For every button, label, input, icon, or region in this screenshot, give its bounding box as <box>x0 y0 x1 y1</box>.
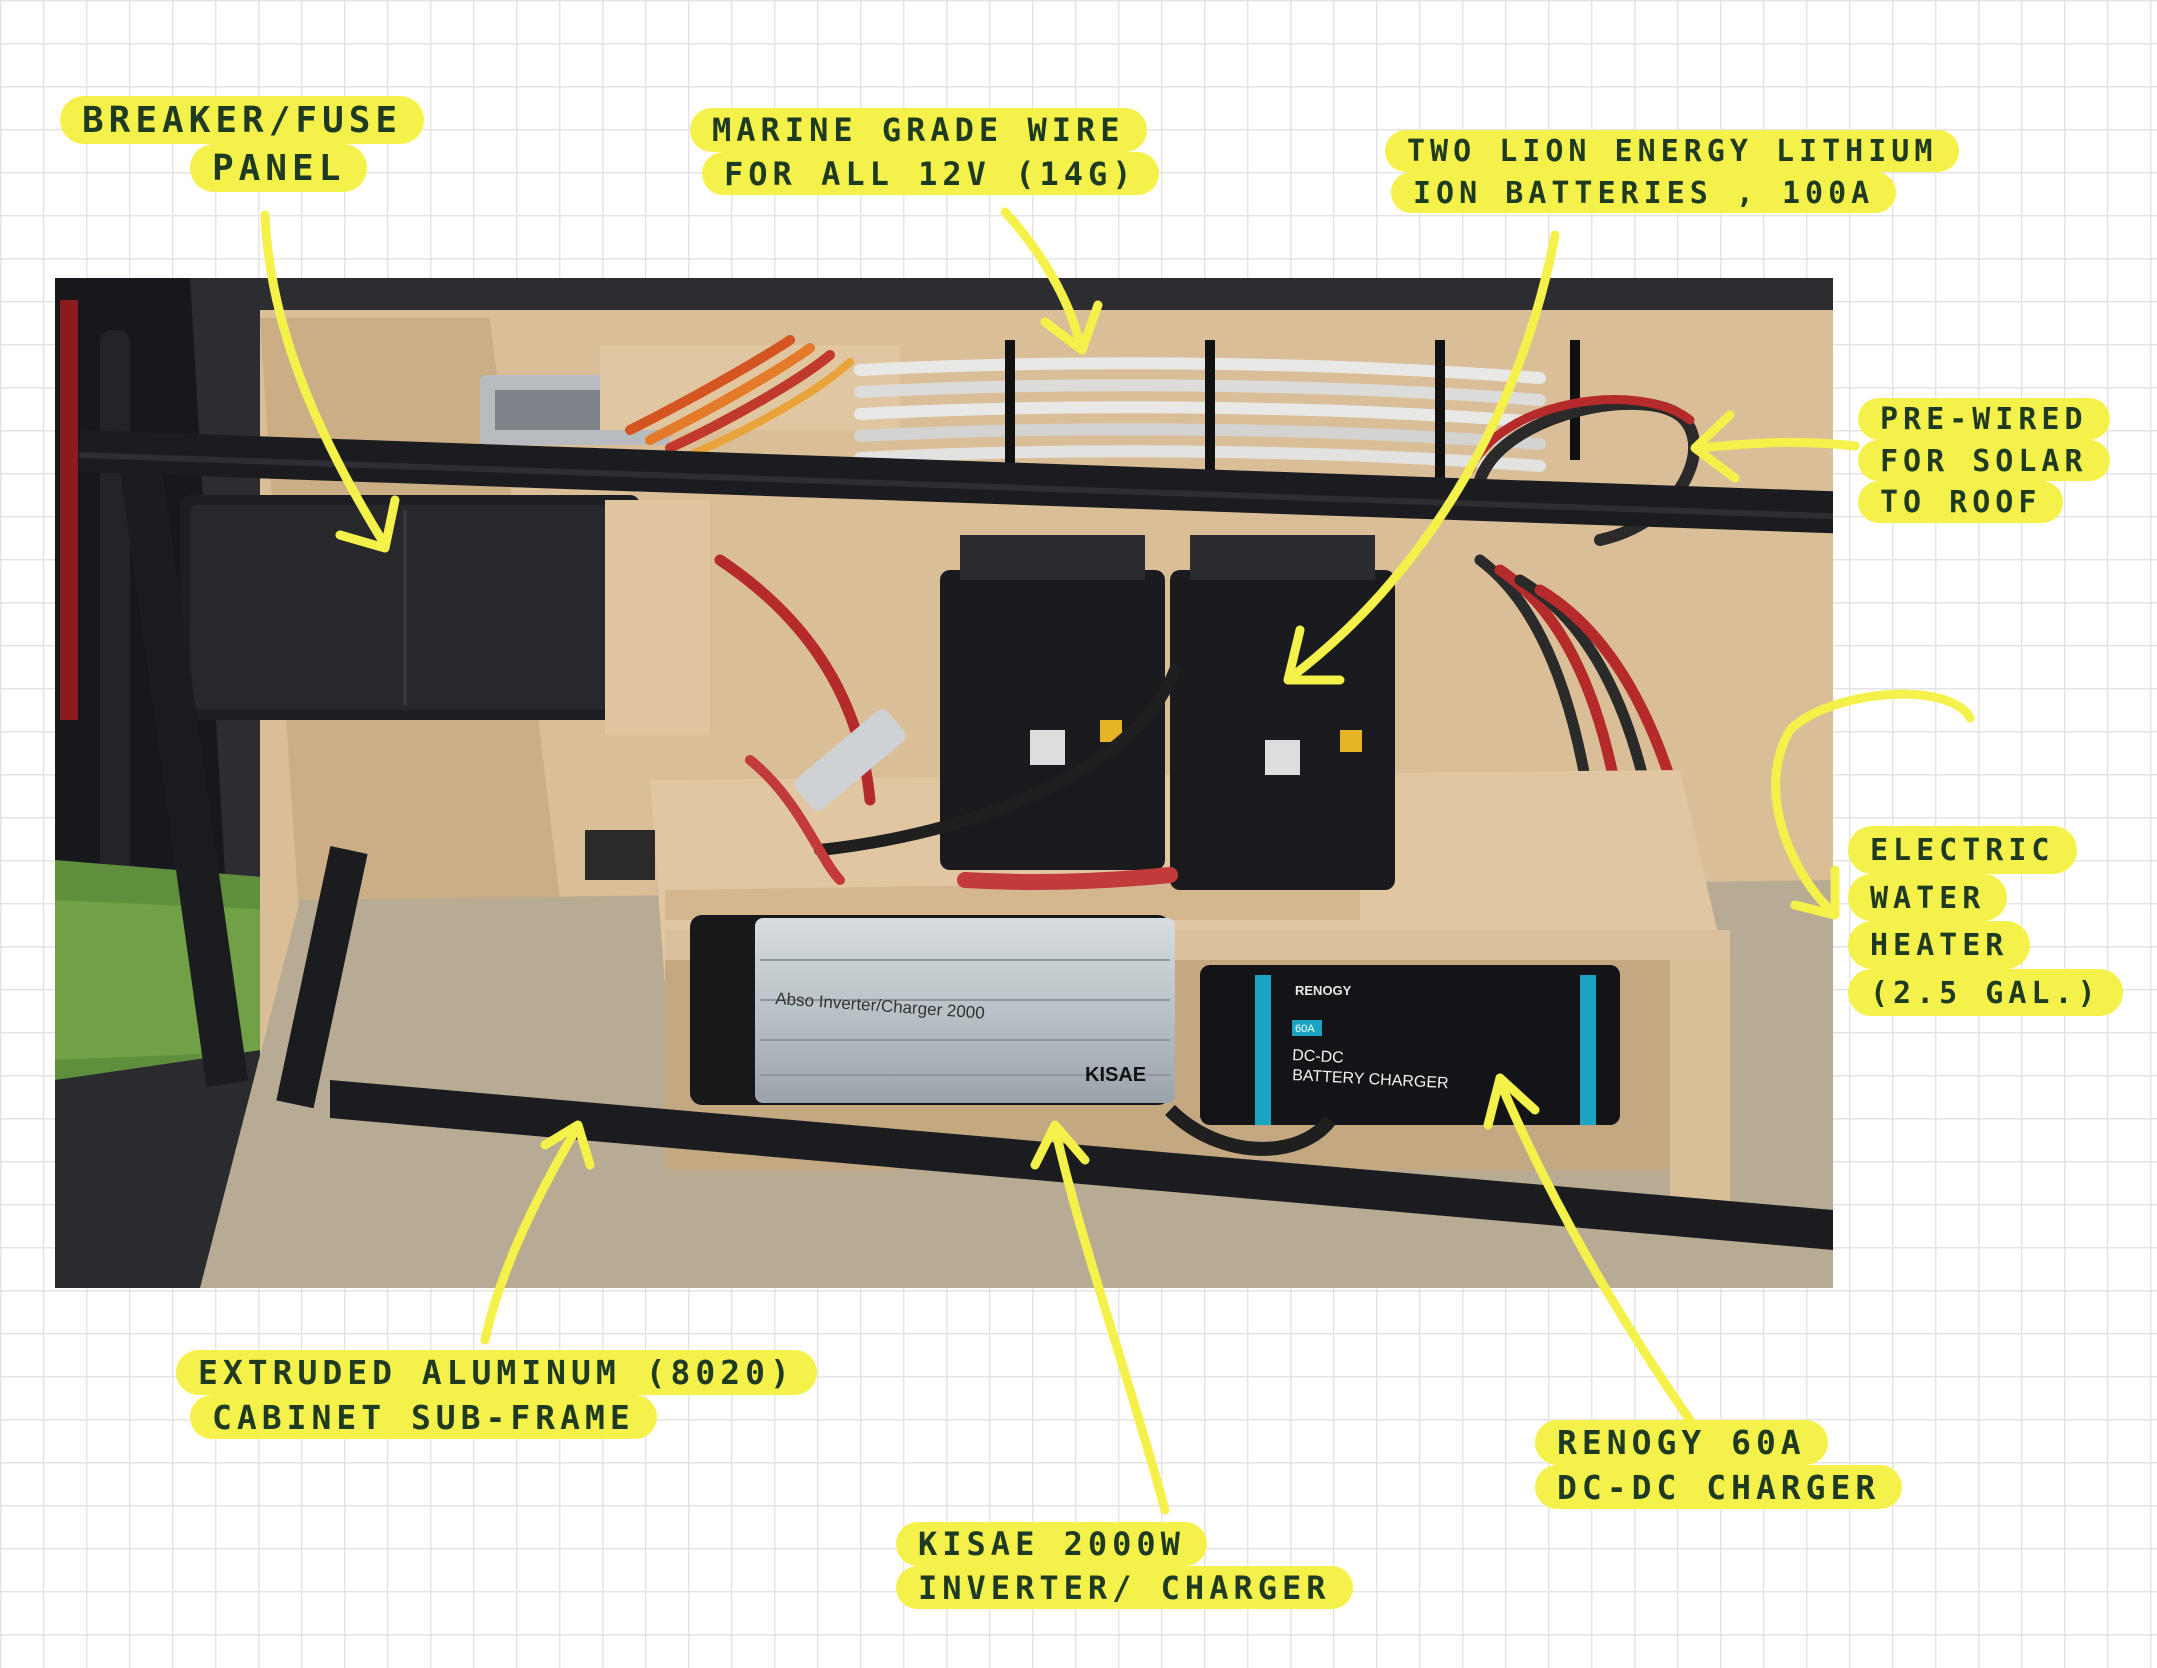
label-line: TWO LION ENERGY LITHIUM <box>1385 130 1960 172</box>
charger-rating-text: 60A <box>1295 1023 1315 1035</box>
inverter-brand-text: KISAE <box>1085 1064 1146 1086</box>
label-line: FOR ALL 12V (14G) <box>702 151 1159 196</box>
label-line: MARINE GRADE WIRE <box>690 108 1147 152</box>
label-line: WATER <box>1848 873 2008 921</box>
wall-outlet <box>585 830 655 880</box>
battery-right <box>1170 535 1395 890</box>
label-line: CABINET SUB-FRAME <box>190 1394 657 1440</box>
battery-left <box>940 535 1165 870</box>
label-solar-prewire: PRE-WIRED FOR SOLAR TO ROOF <box>1858 398 2110 523</box>
label-aluminum-frame: EXTRUDED ALUMINUM (8020) CABINET SUB-FRA… <box>176 1350 817 1440</box>
label-line: INVERTER/ CHARGER <box>896 1565 1353 1610</box>
red-door-trim <box>60 300 78 720</box>
label-line: TO ROOF <box>1858 481 2064 523</box>
lower-compartment-side <box>1670 960 1730 1205</box>
fuse-holder <box>794 709 906 811</box>
label-marine-wire: MARINE GRADE WIRE FOR ALL 12V (14G) <box>690 108 1159 196</box>
label-line: KISAE 2000W <box>896 1522 1207 1566</box>
label-line: (2.5 GAL.) <box>1848 968 2123 1016</box>
label-water-heater: ELECTRIC WATER HEATER (2.5 GAL.) <box>1848 826 2123 1016</box>
label-line: ELECTRIC <box>1848 826 2077 874</box>
label-lithium-batteries: TWO LION ENERGY LITHIUM ION BATTERIES , … <box>1385 130 1960 213</box>
label-line: EXTRUDED ALUMINUM (8020) <box>176 1350 817 1395</box>
panel-mount-board <box>605 500 710 735</box>
label-breaker-fuse-panel: BREAKER/FUSE PANEL <box>60 96 425 192</box>
label-kisae-inverter: KISAE 2000W INVERTER/ CHARGER <box>896 1522 1353 1610</box>
inverter-charger-cable <box>1165 1104 1336 1156</box>
red-orange-cables <box>625 335 854 459</box>
label-line: PANEL <box>190 143 368 192</box>
label-line: RENOGY 60A <box>1535 1420 1828 1465</box>
renogy-charger: RENOGY 60A DC-DC BATTERY CHARGER <box>1200 965 1620 1125</box>
kisae-inverter: Abso Inverter/Charger 2000 KISAE <box>690 915 1175 1105</box>
label-line: HEATER <box>1848 921 2031 969</box>
label-line: ION BATTERIES , 100A <box>1391 171 1897 213</box>
charger-rating-tag <box>1292 1020 1322 1036</box>
door-panel <box>100 330 130 970</box>
charger-line1-text: DC-DC <box>1292 1047 1344 1067</box>
breaker-panel-face <box>190 505 630 710</box>
label-line: FOR SOLAR <box>1858 439 2110 481</box>
label-renogy-charger: RENOGY 60A DC-DC CHARGER <box>1535 1420 1903 1510</box>
charger-brand-text: RENOGY <box>1295 983 1352 998</box>
label-line: BREAKER/FUSE <box>60 96 425 144</box>
label-line: PRE-WIRED <box>1858 398 2110 440</box>
label-line: DC-DC CHARGER <box>1535 1464 1903 1510</box>
